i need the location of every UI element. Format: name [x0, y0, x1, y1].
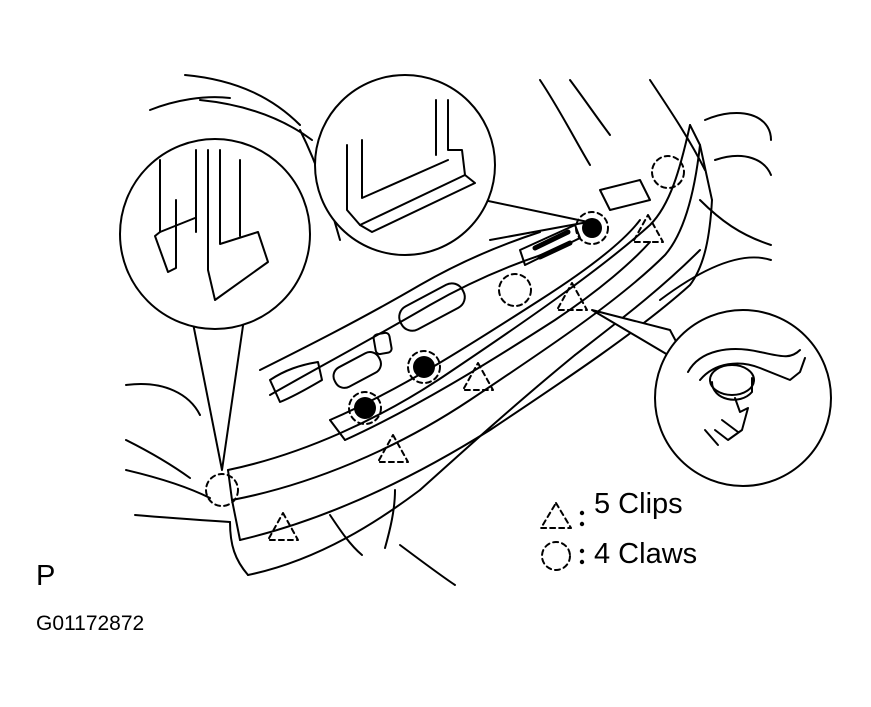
fixing-holes [354, 218, 602, 419]
claw-markers [205, 155, 685, 507]
figure-code: G01172872 [36, 612, 145, 635]
legend-claws-label: 4 Claws [594, 538, 698, 570]
legend-clips-label: 5 Clips [594, 488, 683, 520]
door-handle [398, 282, 466, 332]
clip-marker [377, 434, 409, 463]
fixing-hole-rings [348, 350, 441, 425]
legend-symbols [540, 502, 572, 571]
detail-callout-right [591, 309, 832, 487]
claw-marker [205, 473, 239, 507]
dashed-circle-icon [541, 541, 571, 571]
door-trim-panel [259, 231, 551, 403]
clip-marker [632, 214, 664, 243]
claw-marker [498, 273, 532, 307]
clip-marker [556, 282, 588, 311]
detail-callout-top [314, 74, 589, 256]
vehicle-body-outline [125, 74, 772, 586]
clip-marker [267, 512, 299, 541]
claw-marker [575, 211, 609, 245]
lock-button [372, 331, 393, 356]
view-letter: P [36, 560, 56, 592]
dashed-triangle-icon [540, 502, 572, 529]
scuff-plate [227, 124, 713, 541]
window-switch [332, 351, 382, 389]
detail-callout-left [119, 138, 311, 471]
clip-marker [462, 362, 494, 391]
clip-markers [267, 214, 664, 541]
claw-marker [651, 155, 685, 189]
legend-colons [579, 510, 585, 565]
